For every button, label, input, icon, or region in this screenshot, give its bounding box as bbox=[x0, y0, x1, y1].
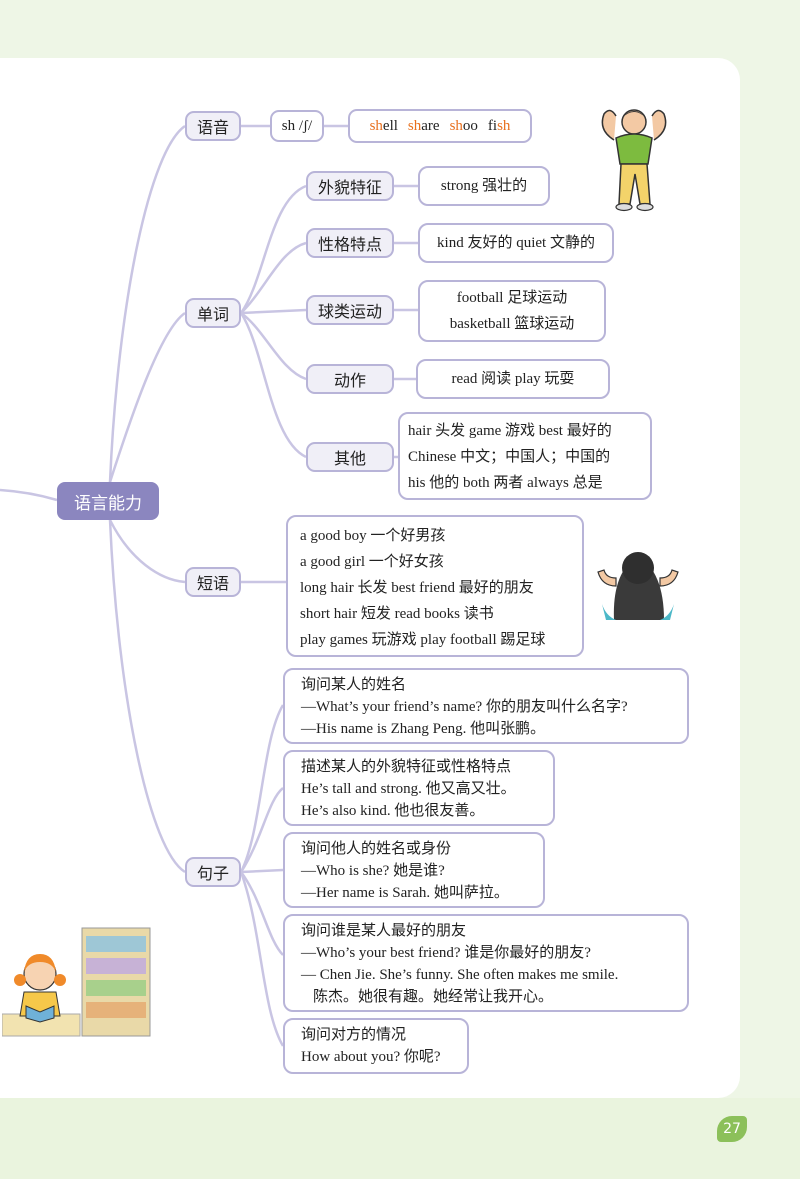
phonics-rule: sh /ʃ/ bbox=[281, 118, 313, 134]
sentence-group-box: 询问对方的情况 How about you? 你呢? bbox=[283, 1018, 469, 1074]
node-appearance: 外貌特征 bbox=[306, 171, 394, 201]
phrase-line: play games 玩游戏 play football 踢足球 bbox=[300, 632, 546, 648]
sentence-line: 陈杰。她很有趣。她经常让我开心。 bbox=[313, 989, 554, 1005]
phrase-line: a good boy 一个好男孩 bbox=[300, 528, 446, 544]
phrase-line: long hair 长发 best friend 最好的朋友 bbox=[300, 580, 534, 596]
phonics-word: shoo bbox=[449, 118, 478, 134]
sentence-line: —Her name is Sarah. 她叫萨拉。 bbox=[301, 885, 509, 901]
sentence-line: —What’s your friend’s name? 你的朋友叫什么名字? bbox=[301, 699, 628, 715]
root-node-language-ability: 语言能力 bbox=[57, 482, 159, 520]
sentence-group-box: 询问谁是某人最好的朋友 —Who’s your best friend? 谁是你… bbox=[283, 914, 689, 1012]
vocab-line: Chinese 中文；中国人；中国的 bbox=[408, 449, 611, 465]
node-actions: 动作 bbox=[306, 364, 394, 394]
strong-boy-illustration bbox=[601, 109, 667, 212]
sentence-title: 询问谁是某人最好的朋友 bbox=[301, 923, 467, 939]
vocab-line: read 阅读 play 玩耍 bbox=[451, 371, 575, 387]
node-others: 其他 bbox=[306, 442, 394, 472]
sentence-title: 描述某人的外貌特征或性格特点 bbox=[301, 759, 512, 775]
page-footer-band bbox=[0, 1098, 800, 1179]
phonics-rule-box: sh /ʃ/ bbox=[270, 110, 324, 142]
phrase-line: a good girl 一个好女孩 bbox=[300, 554, 444, 570]
sentence-line: —Who is she? 她是谁? bbox=[301, 863, 445, 879]
sentence-line: —His name is Zhang Peng. 他叫张鹏。 bbox=[301, 721, 546, 737]
vocab-line: hair 头发 game 游戏 best 最好的 bbox=[408, 423, 612, 439]
phrases-box: a good boy 一个好男孩 a good girl 一个好女孩 long … bbox=[286, 515, 584, 657]
node-vocabulary: 单词 bbox=[185, 298, 241, 328]
vocab-line: kind 友好的 quiet 文静的 bbox=[437, 235, 595, 251]
node-phonics: 语音 bbox=[185, 111, 241, 141]
phonics-word: fish bbox=[487, 118, 511, 134]
vocab-line: his 他的 both 两者 always 总是 bbox=[408, 475, 603, 491]
node-personality: 性格特点 bbox=[306, 228, 394, 258]
sentence-title: 询问他人的姓名或身份 bbox=[301, 841, 452, 857]
vocab-appearance-box: strong 强壮的 bbox=[418, 166, 550, 206]
sentence-line: He’s tall and strong. 他又高又壮。 bbox=[301, 781, 516, 797]
sentence-line: —Who’s your best friend? 谁是你最好的朋友? bbox=[301, 945, 591, 961]
sentence-line: How about you? 你呢? bbox=[301, 1049, 441, 1065]
vocab-line: basketball 篮球运动 bbox=[449, 316, 575, 332]
sentence-line: — Chen Jie. She’s funny. She often makes… bbox=[301, 967, 619, 983]
sentence-title: 询问某人的姓名 bbox=[301, 677, 407, 693]
sentence-line: He’s also kind. 他也很友善。 bbox=[301, 803, 485, 819]
long-hair-girl-illustration bbox=[597, 552, 679, 620]
vocab-actions-box: read 阅读 play 玩耍 bbox=[416, 359, 610, 399]
vocab-ballsports-box: football 足球运动 basketball 篮球运动 bbox=[418, 280, 606, 342]
phonics-words-box: shell share shoo fish bbox=[348, 109, 532, 143]
sentence-group-box: 询问某人的姓名 —What’s your friend’s name? 你的朋友… bbox=[283, 668, 689, 744]
phrase-line: short hair 短发 read books 读书 bbox=[300, 606, 494, 622]
page-number-badge: 27 bbox=[717, 1116, 747, 1142]
vocab-others-box: hair 头发 game 游戏 best 最好的 Chinese 中文；中国人；… bbox=[398, 412, 652, 500]
reading-girl-illustration bbox=[2, 927, 151, 1037]
node-ball-sports: 球类运动 bbox=[306, 295, 394, 325]
sentence-group-box: 询问他人的姓名或身份 —Who is she? 她是谁? —Her name i… bbox=[283, 832, 545, 908]
node-phrases: 短语 bbox=[185, 567, 241, 597]
sentence-group-box: 描述某人的外貌特征或性格特点 He’s tall and strong. 他又高… bbox=[283, 750, 555, 826]
vocab-personality-box: kind 友好的 quiet 文静的 bbox=[418, 223, 614, 263]
vocab-line: strong 强壮的 bbox=[440, 178, 528, 194]
phonics-word: shell bbox=[369, 118, 398, 134]
sentence-title: 询问对方的情况 bbox=[301, 1027, 407, 1043]
node-sentences: 句子 bbox=[185, 857, 241, 887]
phonics-word: share bbox=[407, 118, 440, 134]
vocab-line: football 足球运动 bbox=[456, 290, 568, 306]
